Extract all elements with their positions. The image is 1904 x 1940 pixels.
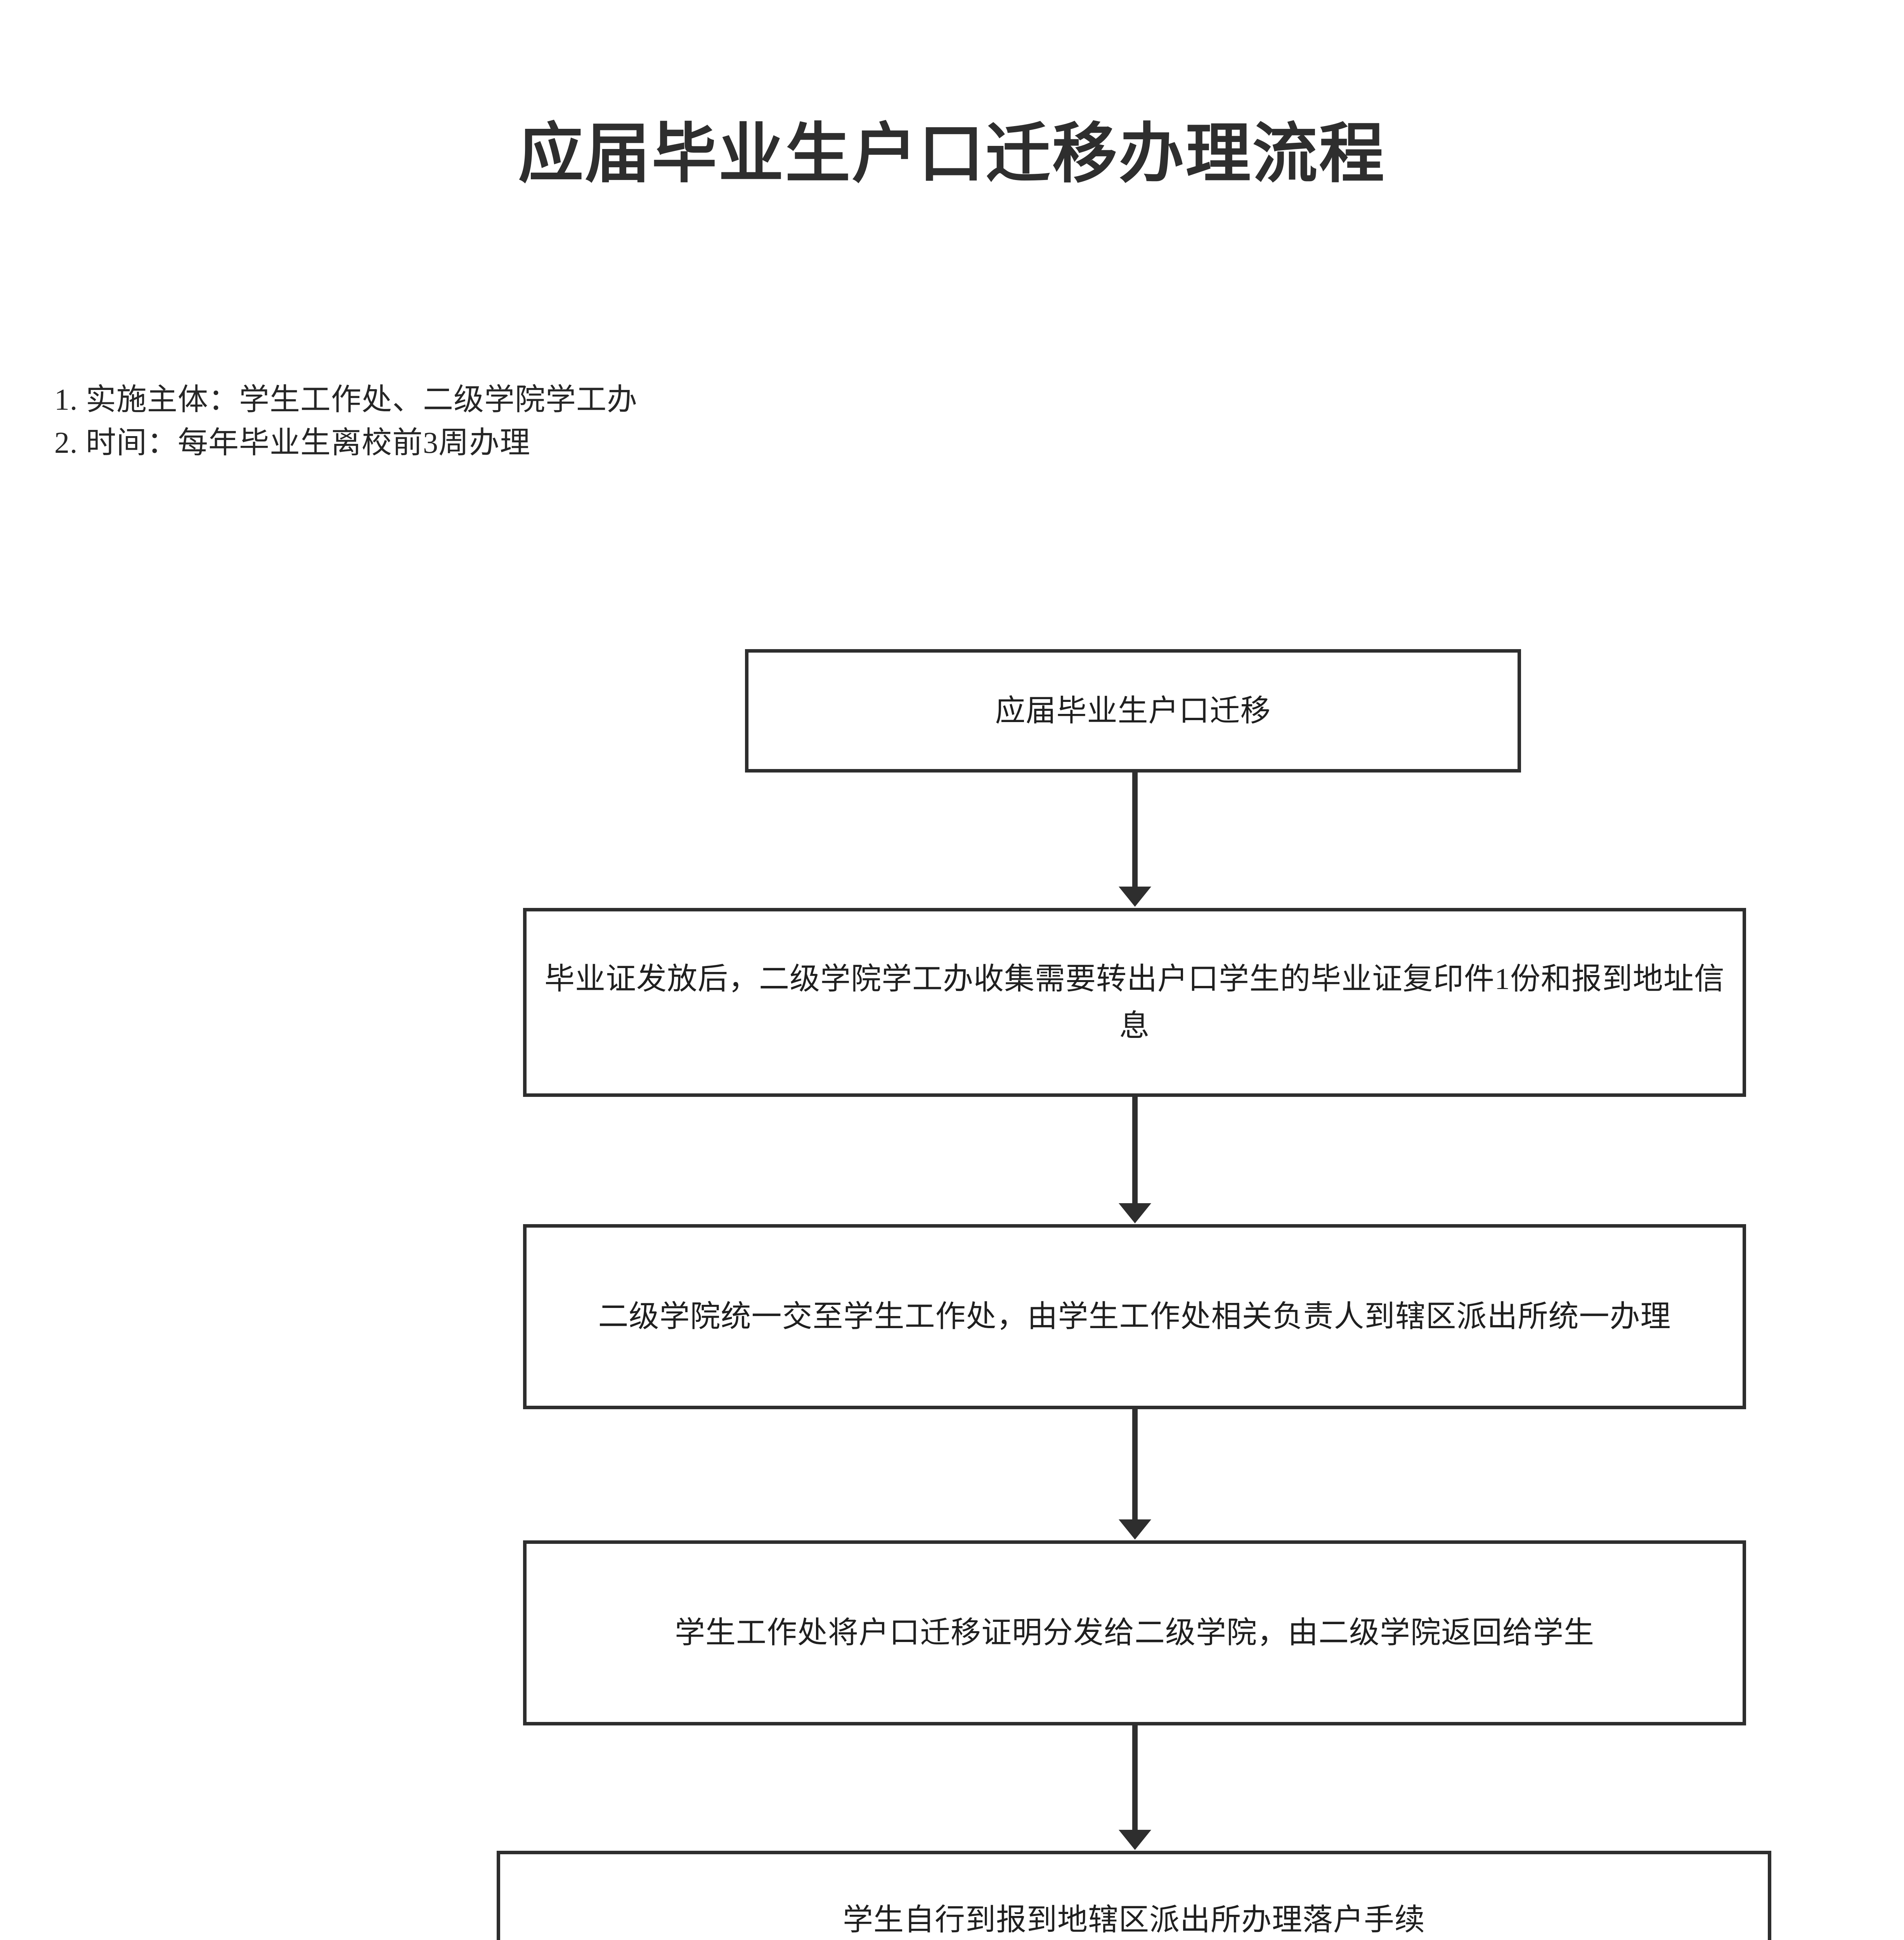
flow-node-distribute-certificates-label: 学生工作处将户口迁移证明分发给二级学院，由二级学院返回给学生 bbox=[674, 1616, 1594, 1650]
flow-node-student-registers: 学生自行到报到地辖区派出所办理落户手续 bbox=[497, 1851, 1771, 1940]
flow-arrow-1 bbox=[1132, 773, 1138, 889]
note-line-timing: 2. 时间：每年毕业生离校前3周办理 bbox=[54, 425, 531, 459]
flow-node-distribute-certificates: 学生工作处将户口迁移证明分发给二级学院，由二级学院返回给学生 bbox=[523, 1540, 1746, 1725]
flow-arrow-2 bbox=[1132, 1097, 1138, 1206]
flow-node-start-label: 应届毕业生户口迁移 bbox=[995, 693, 1271, 728]
flow-node-collect-documents-label: 毕业证发放后，二级学院学工办收集需要转出户口学生的毕业证复印件1份和报到地址信息 bbox=[544, 961, 1725, 1043]
flow-node-start: 应届毕业生户口迁移 bbox=[745, 649, 1521, 773]
flow-node-student-registers-label: 学生自行到报到地辖区派出所办理落户手续 bbox=[842, 1903, 1425, 1937]
flow-arrow-3 bbox=[1132, 1409, 1138, 1522]
page-title: 应届毕业生户口迁移办理流程 bbox=[518, 116, 1386, 192]
flow-node-submit-to-student-affairs-label: 二级学院统一交至学生工作处，由学生工作处相关负责人到辖区派出所统一办理 bbox=[598, 1299, 1671, 1334]
note-line-implementing-body: 1. 实施主体：学生工作处、二级学院学工办 bbox=[54, 383, 638, 416]
flow-node-submit-to-student-affairs: 二级学院统一交至学生工作处，由学生工作处相关负责人到辖区派出所统一办理 bbox=[523, 1224, 1746, 1409]
flow-node-collect-documents: 毕业证发放后，二级学院学工办收集需要转出户口学生的毕业证复印件1份和报到地址信息 bbox=[523, 908, 1746, 1097]
notes-block: 1. 实施主体：学生工作处、二级学院学工办 2. 时间：每年毕业生离校前3周办理 bbox=[54, 378, 1296, 464]
flow-arrow-4 bbox=[1132, 1725, 1138, 1832]
